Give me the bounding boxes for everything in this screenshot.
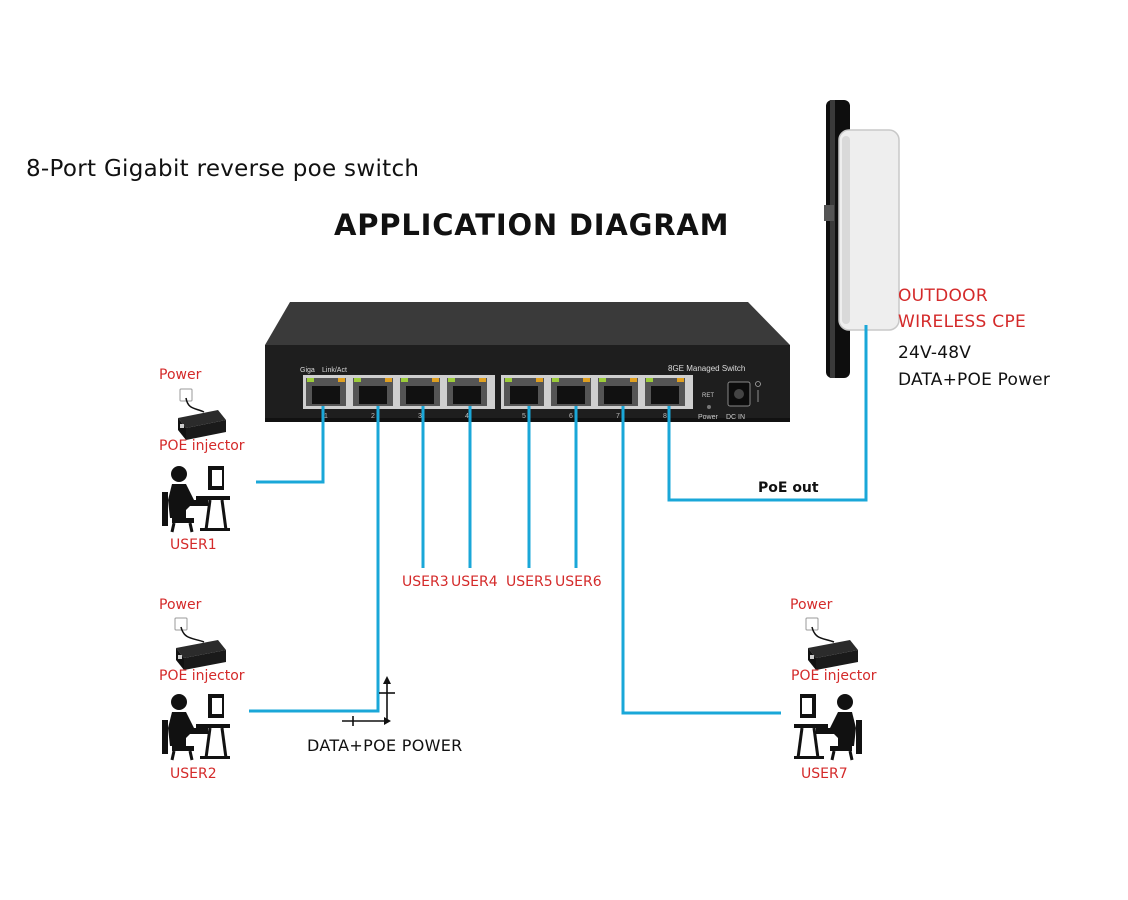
reset-label: RET [702,393,714,399]
power-cord [811,626,835,643]
user1-name-label: USER1 [170,537,217,553]
polarity-icon [755,381,761,387]
user2-name-label: USER2 [170,766,217,782]
cpe-data-power-label: DATA+POE Power [898,370,1051,390]
rj45-port-7 [598,378,638,406]
power-cord [180,626,205,643]
poe-injector-user2 [174,617,226,670]
injector-top [178,410,226,428]
port-number-4: 4 [465,413,469,420]
user2-power-label: Power [159,597,202,613]
port-number-3: 3 [418,413,422,420]
data-poe-power-label: DATA+POE POWER [307,736,463,755]
cpe-side-shade [842,136,850,324]
port-number-7: 7 [616,413,620,420]
wall-socket-icon [805,617,819,631]
dc-in-socket [734,389,744,399]
user2-injector-label: POE injector [159,668,245,684]
injector-port [810,655,814,659]
poe-injector-user1 [178,388,226,440]
arrow-up-icon [383,676,391,684]
user4-label: USER4 [451,574,498,590]
cable-poe-out [667,325,868,502]
poe-injector-user7 [805,617,858,670]
user3-label: USER3 [402,574,449,590]
injector-front [186,420,226,440]
cpe-voltage-label: 24V-48V [898,343,972,363]
power-label: Power [698,414,719,421]
injector-front [184,650,226,670]
port-number-8: 8 [663,413,667,420]
computer-user-icon-1 [162,466,230,533]
power-led [707,405,711,409]
injector-top [808,640,858,658]
cable-lines [249,325,868,715]
port-number-5: 5 [522,413,526,420]
computer-user-icon-2 [162,694,230,761]
cable-user1 [256,406,325,484]
user7-injector-label: POE injector [791,668,877,684]
injector-port [178,655,182,659]
user5-label: USER5 [506,574,553,590]
rj45-port-2 [353,378,393,406]
injector-top [176,640,226,658]
cpe-enclosure [838,129,900,331]
switch-model-label: 8GE Managed Switch [668,364,745,373]
power-cord [185,397,205,413]
cpe-label-line2: WIRELESS CPE [898,312,1027,332]
pole-bracket [824,205,834,221]
poe-out-label: PoE out [758,480,819,496]
rj45-port-8 [645,378,685,406]
diagram-title: APPLICATION DIAGRAM [334,208,730,242]
wall-socket-icon [174,617,188,631]
cable-user7 [621,406,781,715]
outdoor-cpe-device [824,100,900,378]
rj45-port-4 [447,378,487,406]
injector-port [180,424,184,428]
user7-name-label: USER7 [801,766,848,782]
link-act-label: Link/Act [322,367,347,374]
user1-power-label: Power [159,367,202,383]
network-switch: Giga Link/Act 8GE Managed Switch [265,302,790,422]
injector-front [816,650,858,670]
port-number-1: 1 [324,413,328,420]
dc-in-label: DC IN [726,414,745,421]
pole-highlight [830,100,835,378]
giga-label: Giga [300,367,315,374]
computer-user-icon-7 [794,694,862,761]
cpe-label-line1: OUTDOOR [898,286,988,306]
user1-injector-label: POE injector [159,438,245,454]
rj45-port-1 [306,378,346,406]
rj45-port-5 [504,378,544,406]
injector-side [178,418,186,440]
rj45-port-6 [551,378,591,406]
cable-user2 [249,406,380,713]
user7-power-label: Power [790,597,833,613]
port-number-6: 6 [569,413,573,420]
switch-top-face [265,302,790,345]
port-number-2: 2 [371,413,375,420]
diagram-subtitle: 8-Port Gigabit reverse poe switch [26,156,420,182]
user6-label: USER6 [555,574,602,590]
rj45-port-3 [400,378,440,406]
data-poe-arrows [342,676,395,726]
